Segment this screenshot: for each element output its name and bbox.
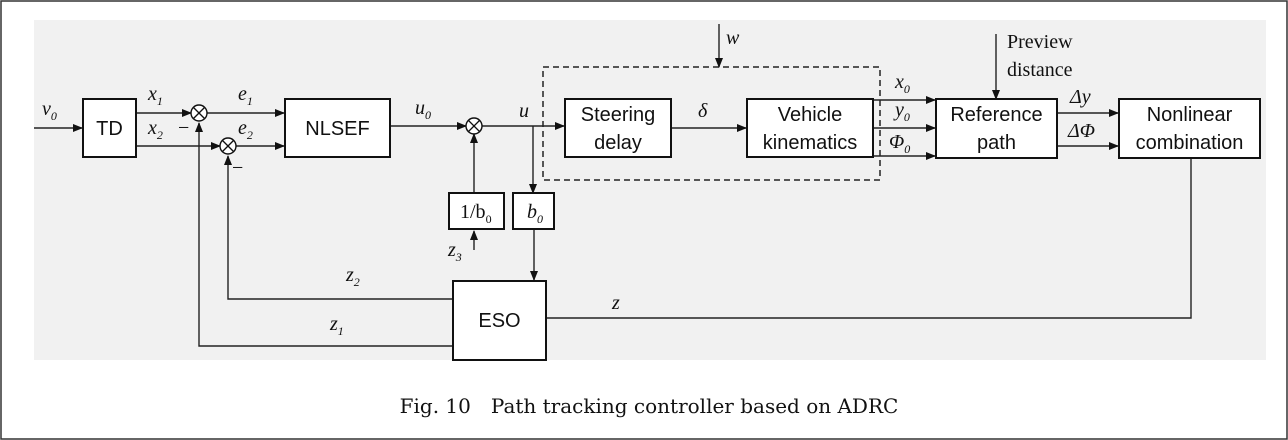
signal-x2: x2	[147, 117, 163, 142]
steering-delay-label-line2: delay	[594, 132, 642, 154]
signal-v0: v0	[42, 98, 57, 123]
signal-u0: u0	[415, 97, 431, 122]
nlsef-block: NLSEF	[284, 98, 391, 158]
steering-delay-block: Steering delay	[564, 98, 672, 158]
signal-x0: x0	[894, 71, 910, 96]
signal-labels: v0 x1 x2 − e1 e2 − u0 u δ w x0 y0 Φ0 Pre…	[42, 27, 1095, 338]
minus-sign-z2: −	[232, 157, 243, 179]
signal-z1: z1	[329, 313, 344, 338]
td-block: TD	[82, 98, 137, 158]
plant-dashed-boundary	[542, 66, 881, 181]
figure-caption: Fig. 10 Path tracking controller based o…	[400, 394, 899, 418]
wires	[34, 24, 1192, 347]
b0-label: b0	[527, 201, 543, 226]
td-label: TD	[96, 118, 123, 140]
signal-e1: e1	[238, 83, 253, 108]
signal-delta: δ	[698, 100, 708, 122]
steering-delay-label-line1: Steering	[581, 104, 656, 126]
vehicle-kinematics-block: Vehicle kinematics	[746, 98, 874, 158]
signal-z2: z2	[345, 264, 360, 289]
preview-distance-line2: distance	[1007, 59, 1073, 81]
nonlinear-combination-block: Nonlinear combination	[1118, 98, 1261, 159]
minus-sign-x2: −	[178, 117, 189, 139]
summing-junction-e1	[190, 104, 208, 122]
vehicle-kinematics-label-line1: Vehicle	[778, 104, 843, 126]
reference-path-label-line2: path	[977, 132, 1016, 154]
preview-distance-line1: Preview	[1007, 31, 1073, 53]
diagram-panel	[34, 20, 1266, 360]
reference-path-block: Reference path	[935, 98, 1058, 159]
signal-z: z	[611, 292, 620, 314]
nonlinear-combination-label-line1: Nonlinear	[1147, 104, 1233, 126]
signal-e2: e2	[238, 117, 253, 142]
inverse-b0-label: 1/b0	[460, 201, 492, 226]
signal-delta-y: Δy	[1069, 86, 1091, 108]
signal-z3: z3	[447, 239, 462, 264]
eso-label: ESO	[478, 310, 520, 332]
signal-x1: x1	[147, 83, 163, 108]
signal-phi0: Φ0	[889, 131, 910, 156]
signal-w: w	[726, 27, 740, 49]
signal-u: u	[519, 100, 529, 122]
nlsef-label: NLSEF	[305, 118, 369, 140]
eso-block: ESO	[452, 280, 547, 361]
signal-y0: y0	[893, 99, 910, 124]
nonlinear-combination-label-line2: combination	[1136, 132, 1244, 154]
summing-junction-e2	[219, 137, 237, 155]
b0-block: b0	[512, 192, 555, 230]
summing-junction-u	[465, 117, 483, 135]
reference-path-label-line1: Reference	[950, 104, 1042, 126]
vehicle-kinematics-label-line2: kinematics	[763, 132, 857, 154]
signal-delta-phi: ΔΦ	[1067, 120, 1095, 142]
inverse-b0-block: 1/b0	[448, 192, 505, 230]
